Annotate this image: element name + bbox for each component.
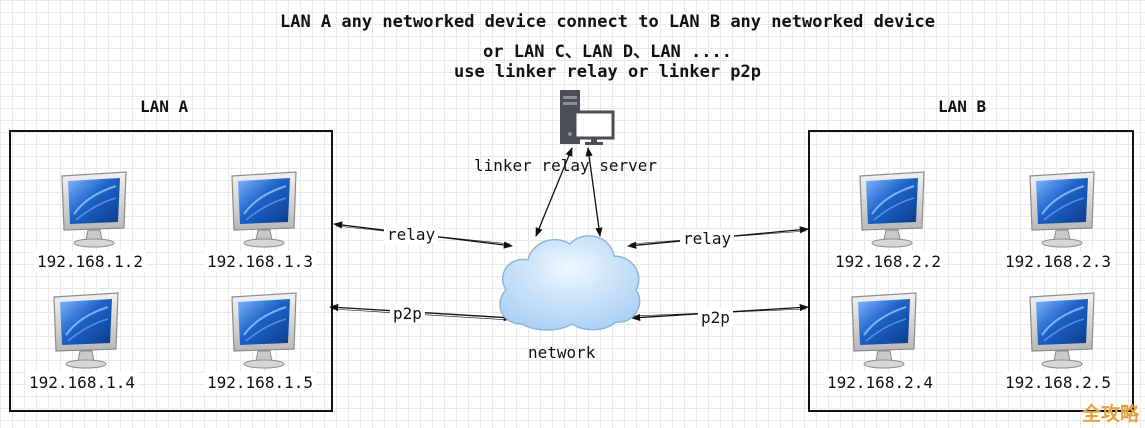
device-ip-label: 192.168.2.4	[810, 372, 950, 393]
lan-a-device: 192.168.1.3	[190, 170, 330, 280]
desktop-computer-icon	[1022, 170, 1102, 250]
diagram-title-line-2: or LAN C、LAN D、LAN ....	[483, 42, 732, 62]
left-p2p-label: p2p	[390, 304, 425, 323]
cloud-label: network	[528, 343, 596, 362]
cloud-icon	[499, 235, 641, 331]
server-label: linker relay server	[474, 156, 658, 175]
lan-b-device: 192.168.2.2	[818, 170, 958, 280]
right-relay-label: relay	[680, 229, 735, 248]
device-ip-label: 192.168.1.2	[20, 251, 160, 272]
lan-b-label: LAN B	[938, 97, 987, 116]
lan-b-device: 192.168.2.5	[988, 291, 1128, 401]
desktop-computer-icon	[54, 170, 134, 250]
diagram-title-line-3: use linker relay or linker p2p	[453, 62, 762, 82]
device-ip-label: 192.168.1.5	[190, 372, 330, 393]
device-ip-label: 192.168.2.3	[988, 251, 1128, 272]
lan-b-device: 192.168.2.3	[988, 170, 1128, 280]
lan-b-box	[808, 130, 1134, 412]
desktop-computer-icon	[224, 291, 304, 371]
watermark: 全攻略	[1081, 403, 1139, 425]
cloud-server-link-2	[585, 147, 603, 237]
device-ip-label: 192.168.2.2	[818, 251, 958, 272]
left-relay-label: relay	[384, 225, 439, 244]
device-ip-label: 192.168.1.3	[190, 251, 330, 272]
lan-a-device: 192.168.1.5	[190, 291, 330, 401]
server-computer-icon	[560, 90, 615, 145]
lan-b-device: 192.168.2.4	[810, 291, 950, 401]
desktop-computer-icon	[224, 170, 304, 250]
device-ip-label: 192.168.2.5	[988, 372, 1128, 393]
desktop-computer-icon	[852, 170, 932, 250]
lan-a-box	[9, 130, 333, 412]
lan-a-label: LAN A	[140, 97, 189, 116]
desktop-computer-icon	[844, 291, 924, 371]
device-ip-label: 192.168.1.4	[12, 372, 152, 393]
lan-a-device: 192.168.1.4	[12, 291, 152, 401]
desktop-computer-icon	[46, 291, 126, 371]
lan-a-device: 192.168.1.2	[20, 170, 160, 280]
diagram-title-line-1: LAN A any networked device connect to LA…	[279, 12, 936, 32]
cloud-server-link-1	[535, 147, 573, 237]
right-p2p-label: p2p	[698, 308, 733, 327]
desktop-computer-icon	[1022, 291, 1102, 371]
